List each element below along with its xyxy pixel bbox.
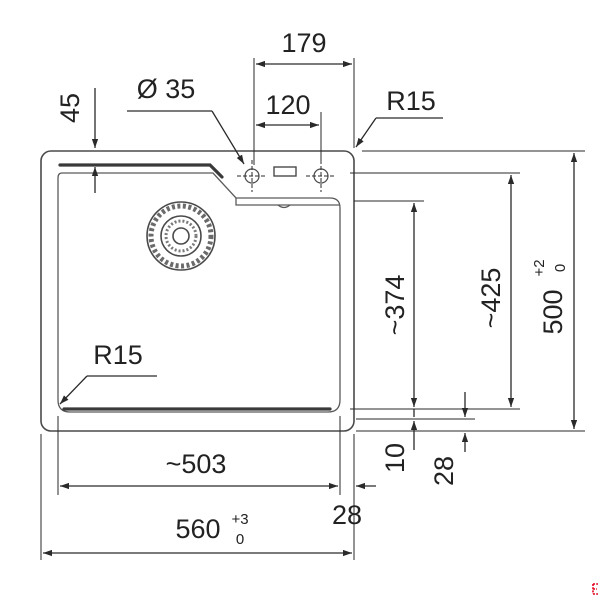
tap-hole-left-icon <box>237 160 267 192</box>
drain-icon <box>146 201 216 271</box>
label-45: 45 <box>55 93 85 123</box>
sink-back-edge <box>58 163 224 179</box>
label-560-tol-lower: 0 <box>236 531 244 548</box>
label-503: ~503 <box>166 449 227 479</box>
label-10: 10 <box>380 443 410 473</box>
label-500: 500 <box>538 289 568 334</box>
sink-bowl-inner-step <box>235 198 340 206</box>
button-slot <box>273 166 297 177</box>
label-120: 120 <box>265 90 310 120</box>
label-425: ~425 <box>476 268 506 329</box>
tap-hole-right-icon <box>306 160 336 192</box>
overflow-slot <box>277 204 291 209</box>
label-500-tol-lower: 0 <box>552 264 569 272</box>
label-28-horizontal: 28 <box>332 500 362 530</box>
brand-mark-icon <box>592 583 598 595</box>
label-radius-top: R15 <box>386 86 436 116</box>
sink-outer-outline <box>40 150 355 432</box>
label-560: 560 <box>175 514 220 544</box>
leader-radius-bottom <box>59 375 88 405</box>
label-374: ~374 <box>380 275 410 336</box>
label-diameter: Ø 35 <box>137 74 196 104</box>
label-radius-bottom: R15 <box>93 340 143 370</box>
leader-radius-top <box>355 117 377 148</box>
sink-body <box>40 150 355 432</box>
sink-bowl-outline <box>57 172 341 413</box>
label-560-tol-upper: +3 <box>231 511 248 528</box>
label-500-tol-upper: +2 <box>531 259 548 276</box>
leader-diameter <box>211 110 245 165</box>
label-28-vertical: 28 <box>429 456 459 486</box>
label-179: 179 <box>281 28 326 58</box>
